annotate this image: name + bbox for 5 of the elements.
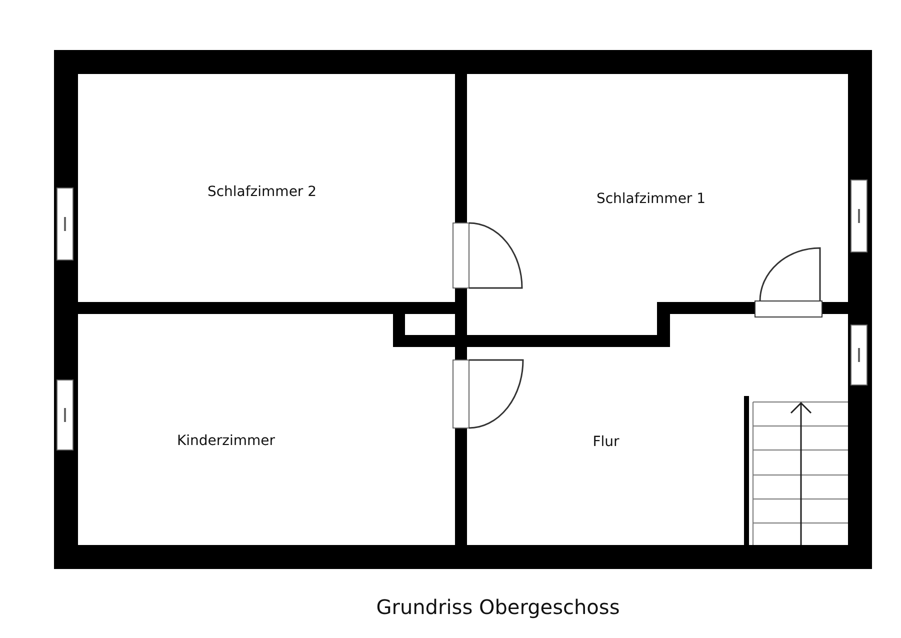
room-label: Flur — [592, 434, 620, 450]
caption: Grundriss Obergeschoss — [376, 595, 620, 619]
room-label: Schlafzimmer 1 — [596, 191, 706, 207]
room-label: Kinderzimmer — [176, 433, 276, 449]
room-label: Schlafzimmer 2 — [207, 184, 317, 200]
